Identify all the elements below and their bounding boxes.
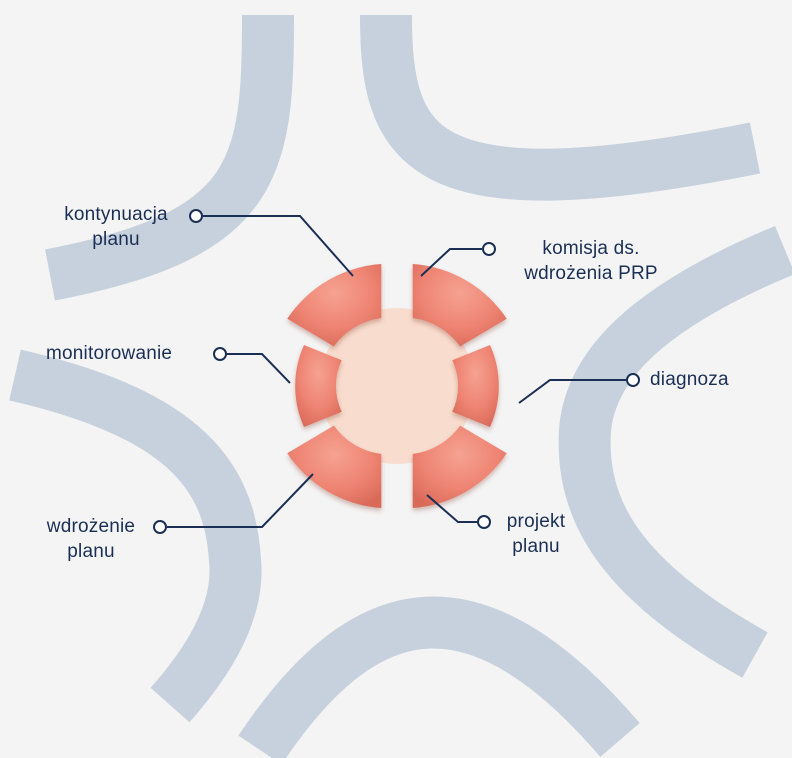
label-monitorowanie: monitorowanie <box>46 341 216 366</box>
label-komisja: komisja ds. wdrożenia PRP <box>496 236 686 286</box>
connector-dot-diagnoza <box>627 374 639 386</box>
connector-dot-kontynuacja <box>190 210 202 222</box>
connector-monitorowanie <box>227 354 290 383</box>
label-kontynuacja: kontynuacja planu <box>46 202 186 252</box>
connector-dot-wdrozenie <box>154 521 166 533</box>
label-projekt: projekt planu <box>493 509 579 559</box>
connector-dot-projekt <box>478 516 490 528</box>
label-diagnoza: diagnoza <box>650 367 760 392</box>
curve-bottom <box>260 623 620 750</box>
label-wdrozenie: wdrożenie planu <box>30 514 152 564</box>
curve-top-right <box>386 15 755 175</box>
curve-right <box>585 250 785 655</box>
connector-dot-komisja <box>483 243 495 255</box>
